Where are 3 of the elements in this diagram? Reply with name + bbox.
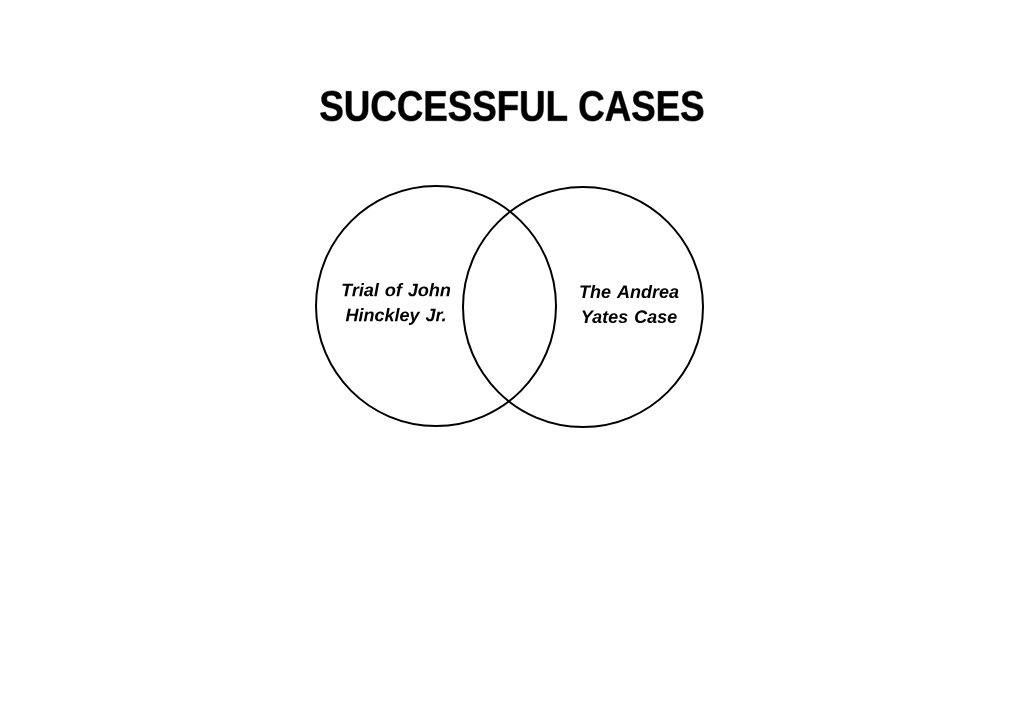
title: SUCCESSFUL CASES [320,90,704,122]
case-label: The Andrea Yates Case [580,284,679,324]
case-label: Trial of John Hinckley Jr. [342,283,451,325]
